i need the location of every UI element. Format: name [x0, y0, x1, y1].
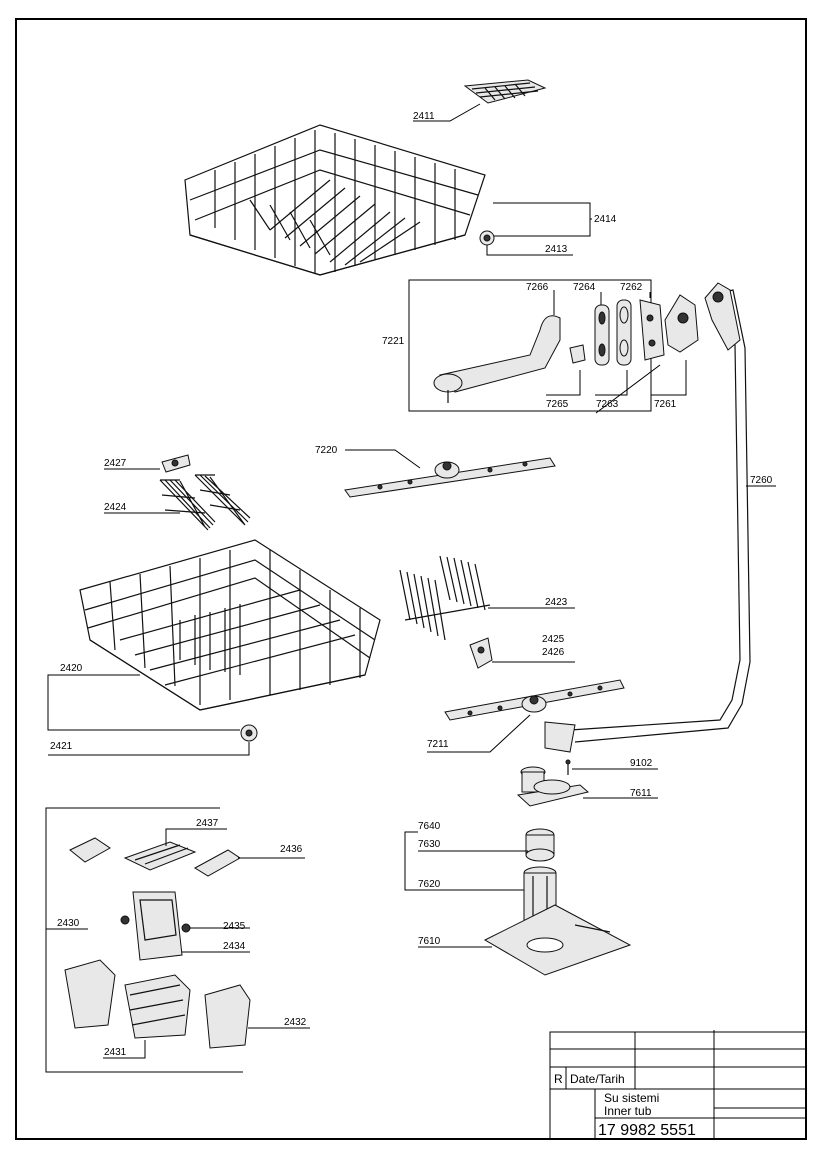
part-2431-cutlery-basket: [124, 974, 191, 1039]
label-2436: 2436: [280, 844, 303, 855]
label-2413: 2413: [545, 244, 568, 255]
label-7630: 7630: [418, 839, 441, 850]
part-7220-upper-spray-arm: [344, 457, 556, 498]
label-7620: 7620: [418, 879, 441, 890]
label-7640: 7640: [418, 821, 441, 832]
drawing-border: [15, 18, 807, 1140]
part-7265-clip: [569, 344, 586, 364]
part-2425-2426-clip: [469, 637, 493, 669]
part-2421-wheel: [240, 724, 258, 742]
label-2425: 2425: [542, 634, 565, 645]
label-2431: 2431: [104, 1047, 127, 1058]
label-2420: 2420: [60, 663, 83, 674]
label-2423: 2423: [545, 597, 568, 608]
title-block-part-number: 17 9982 5551: [598, 1122, 696, 1139]
part-2411-drawing: [463, 79, 547, 104]
label-7266: 7266: [526, 282, 549, 293]
part-7211-lower-spray-arm: [444, 679, 625, 721]
part-7264-seal: [594, 304, 610, 366]
part-2432-side-baskets: [64, 959, 251, 1049]
label-7262: 7262: [620, 282, 643, 293]
part-2427-clip: [161, 454, 191, 473]
part-7263-gasket: [616, 299, 632, 366]
label-7263: 7263: [596, 399, 619, 410]
part-7262-bracket: [639, 299, 665, 361]
label-7260: 7260: [750, 475, 773, 486]
part-9102-screw: [565, 759, 571, 775]
title-block-title-tr: Su sistemi: [604, 1091, 659, 1105]
label-7264: 7264: [573, 282, 596, 293]
part-2437-cutlery-lids: [69, 837, 241, 877]
label-7221: 7221: [382, 336, 405, 347]
label-2430: 2430: [57, 918, 80, 929]
part-7611-pump-housing: [516, 766, 590, 807]
title-block-date-label: Date/Tarih: [570, 1072, 625, 1086]
label-2424: 2424: [104, 502, 127, 513]
label-2435: 2435: [223, 921, 246, 932]
label-2434: 2434: [223, 941, 246, 952]
upper-basket-drawing: [184, 124, 486, 276]
label-2414: 2414: [594, 214, 617, 225]
label-2421: 2421: [50, 741, 73, 752]
label-2437: 2437: [196, 818, 219, 829]
label-7211: 7211: [427, 739, 449, 750]
label-7265: 7265: [546, 399, 569, 410]
title-block: R Date/Tarih Su sistemi Inner tub 17 998…: [549, 1030, 807, 1140]
part-7266-spray-arm: [433, 315, 561, 403]
label-7220: 7220: [315, 445, 338, 456]
label-7261: 7261: [654, 399, 677, 410]
lower-basket-drawing: [79, 539, 381, 711]
part-2423-tines: [399, 555, 491, 641]
label-7610: 7610: [418, 936, 441, 947]
label-2411: 2411: [413, 111, 435, 122]
part-2434-2435-handle: [120, 891, 191, 961]
title-block-title-en: Inner tub: [604, 1104, 652, 1118]
title-block-revision: R: [554, 1072, 563, 1086]
part-7630-filter-cap: [525, 828, 555, 862]
part-7610-filter-plate: [483, 904, 632, 976]
label-2432: 2432: [284, 1017, 307, 1028]
label-9102: 9102: [630, 758, 653, 769]
part-7261-connector: [664, 294, 699, 353]
label-7611: 7611: [630, 788, 652, 799]
part-7260-feed-pipe: [544, 282, 751, 753]
part-2413-wheel: [479, 230, 495, 246]
label-2427: 2427: [104, 458, 127, 469]
label-2426: 2426: [542, 647, 565, 658]
part-2424-tine-rack: [159, 474, 251, 531]
